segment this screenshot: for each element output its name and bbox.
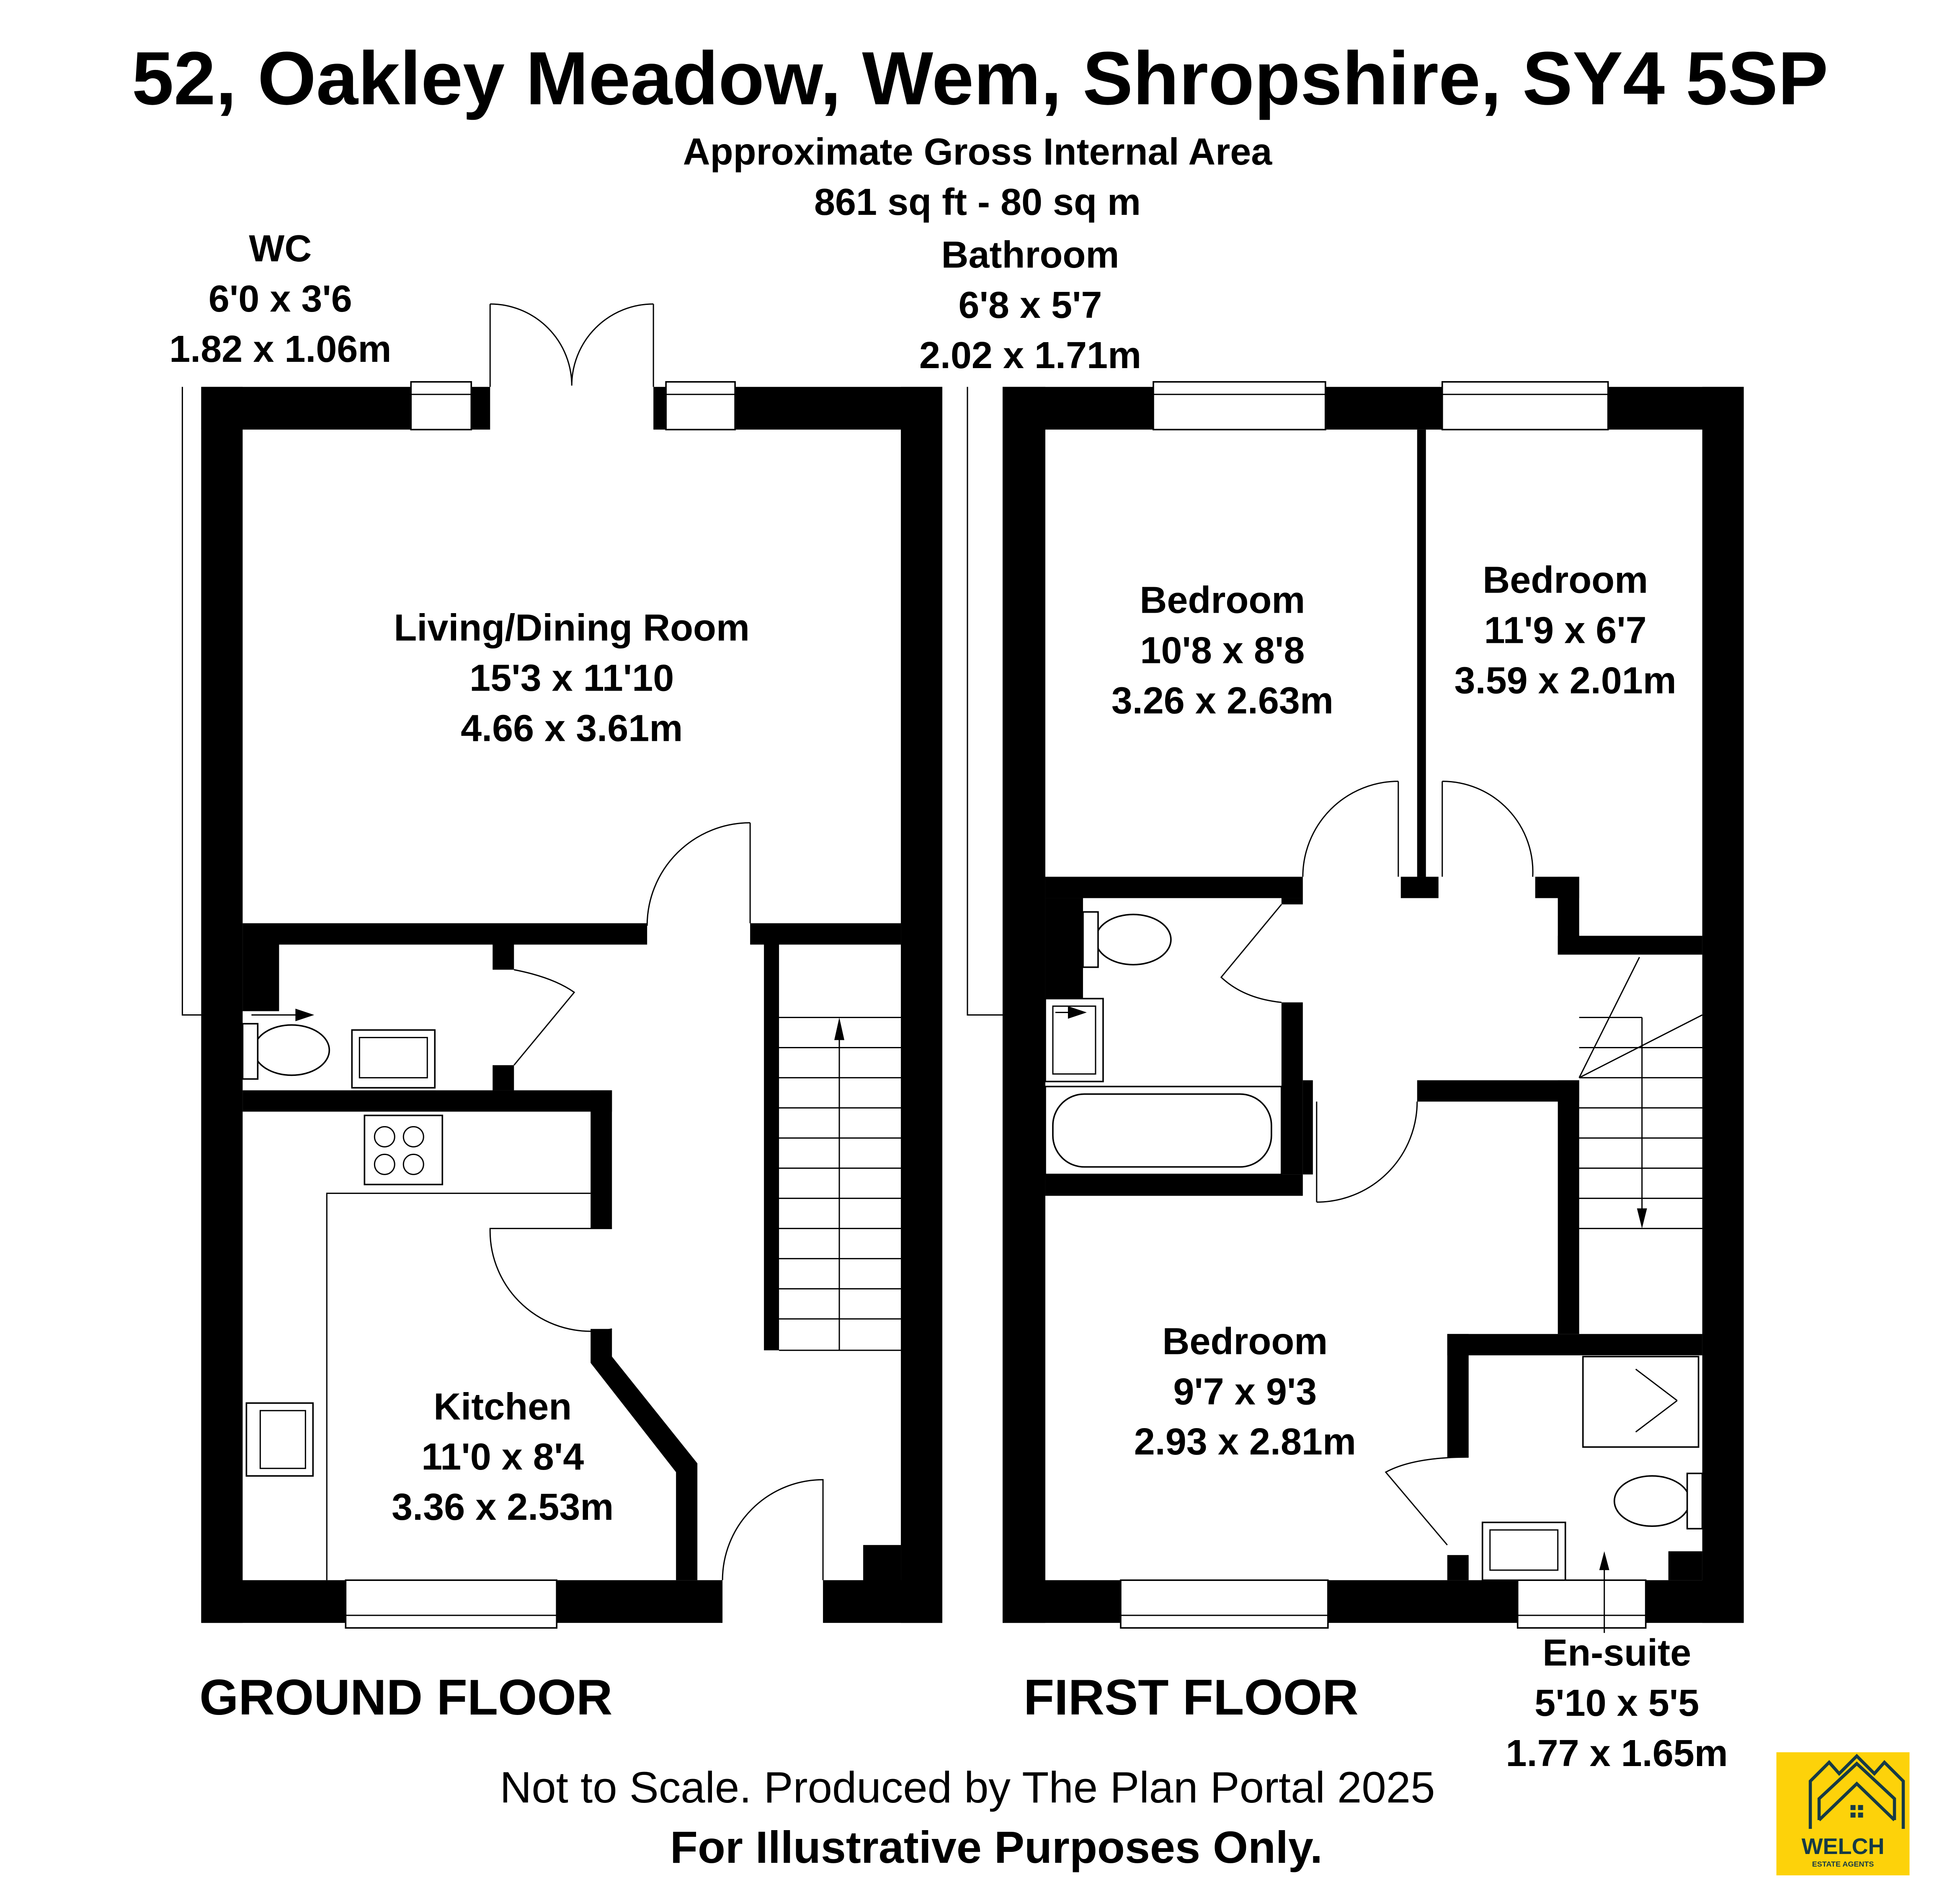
svg-text:En-suite: En-suite xyxy=(1542,1632,1691,1674)
svg-text:11'0 x 8'4: 11'0 x 8'4 xyxy=(421,1436,584,1478)
room-label-bedroom-1: Bedroom 10'8 x 8'8 3.26 x 2.63m xyxy=(1112,580,1333,722)
svg-text:Bedroom: Bedroom xyxy=(1483,560,1648,601)
svg-text:2.93 x 2.81m: 2.93 x 2.81m xyxy=(1134,1421,1356,1463)
svg-text:10'8 x 8'8: 10'8 x 8'8 xyxy=(1140,630,1305,672)
svg-text:3.26 x 2.63m: 3.26 x 2.63m xyxy=(1112,680,1333,722)
svg-text:3.36 x 2.53m: 3.36 x 2.53m xyxy=(392,1486,614,1528)
first-stairs xyxy=(1578,957,1703,1229)
svg-text:Bathroom: Bathroom xyxy=(941,234,1119,276)
svg-text:Bedroom: Bedroom xyxy=(1140,580,1305,621)
svg-text:1.77 x 1.65m: 1.77 x 1.65m xyxy=(1506,1733,1728,1774)
svg-text:5'10 x 5'5: 5'10 x 5'5 xyxy=(1534,1682,1699,1724)
svg-text:Bedroom: Bedroom xyxy=(1162,1320,1328,1362)
ground-floor-label: GROUND FLOOR xyxy=(199,1669,612,1725)
svg-text:WC: WC xyxy=(249,228,312,270)
illustrative-note: For Illustrative Purposes Only. xyxy=(670,1822,1323,1872)
first-floor-label: FIRST FLOOR xyxy=(1024,1669,1359,1725)
room-label-bedroom-2: Bedroom 11'9 x 6'7 3.59 x 2.01m xyxy=(1455,560,1676,702)
svg-text:2.02 x 1.71m: 2.02 x 1.71m xyxy=(919,335,1141,376)
welch-logo: WELCH ESTATE AGENTS xyxy=(1776,1752,1910,1876)
page-title: 52, Oakley Meadow, Wem, Shropshire, SY4 … xyxy=(132,36,1828,121)
area-value: 861 sq ft - 80 sq m xyxy=(814,181,1141,223)
room-label-living: Living/Dining Room 15'3 x 11'10 4.66 x 3… xyxy=(394,607,750,750)
room-label-ensuite: En-suite 5'10 x 5'5 1.77 x 1.65m xyxy=(1506,1632,1728,1774)
svg-text:6'8 x 5'7: 6'8 x 5'7 xyxy=(958,284,1102,326)
svg-text:4.66 x 3.61m: 4.66 x 3.61m xyxy=(461,708,683,750)
ground-floor-plan xyxy=(181,303,943,1629)
svg-text:ESTATE AGENTS: ESTATE AGENTS xyxy=(1812,1860,1874,1868)
svg-text:11'9 x 6'7: 11'9 x 6'7 xyxy=(1484,610,1647,652)
room-label-kitchen: Kitchen 11'0 x 8'4 3.36 x 2.53m xyxy=(392,1386,614,1528)
svg-text:Kitchen: Kitchen xyxy=(433,1386,572,1428)
svg-text:Living/Dining Room: Living/Dining Room xyxy=(394,607,750,649)
svg-text:WELCH: WELCH xyxy=(1802,1834,1885,1859)
svg-text:9'7 x 9'3: 9'7 x 9'3 xyxy=(1173,1371,1317,1413)
room-label-bathroom: Bathroom 6'8 x 5'7 2.02 x 1.71m xyxy=(919,234,1141,376)
disclaimer: Not to Scale. Produced by The Plan Porta… xyxy=(500,1763,1435,1812)
room-label-wc: WC 6'0 x 3'6 1.82 x 1.06m xyxy=(169,228,391,370)
room-label-bedroom-3: Bedroom 9'7 x 9'3 2.93 x 2.81m xyxy=(1134,1320,1356,1463)
svg-text:6'0 x 3'6: 6'0 x 3'6 xyxy=(209,278,352,320)
first-floor-plan xyxy=(967,381,1744,1633)
svg-text:15'3 x 11'10: 15'3 x 11'10 xyxy=(469,658,674,699)
svg-text:1.82 x 1.06m: 1.82 x 1.06m xyxy=(169,328,391,370)
svg-text:3.59 x 2.01m: 3.59 x 2.01m xyxy=(1455,660,1676,702)
area-label: Approximate Gross Internal Area xyxy=(683,131,1273,173)
ground-stairs xyxy=(779,1016,901,1351)
